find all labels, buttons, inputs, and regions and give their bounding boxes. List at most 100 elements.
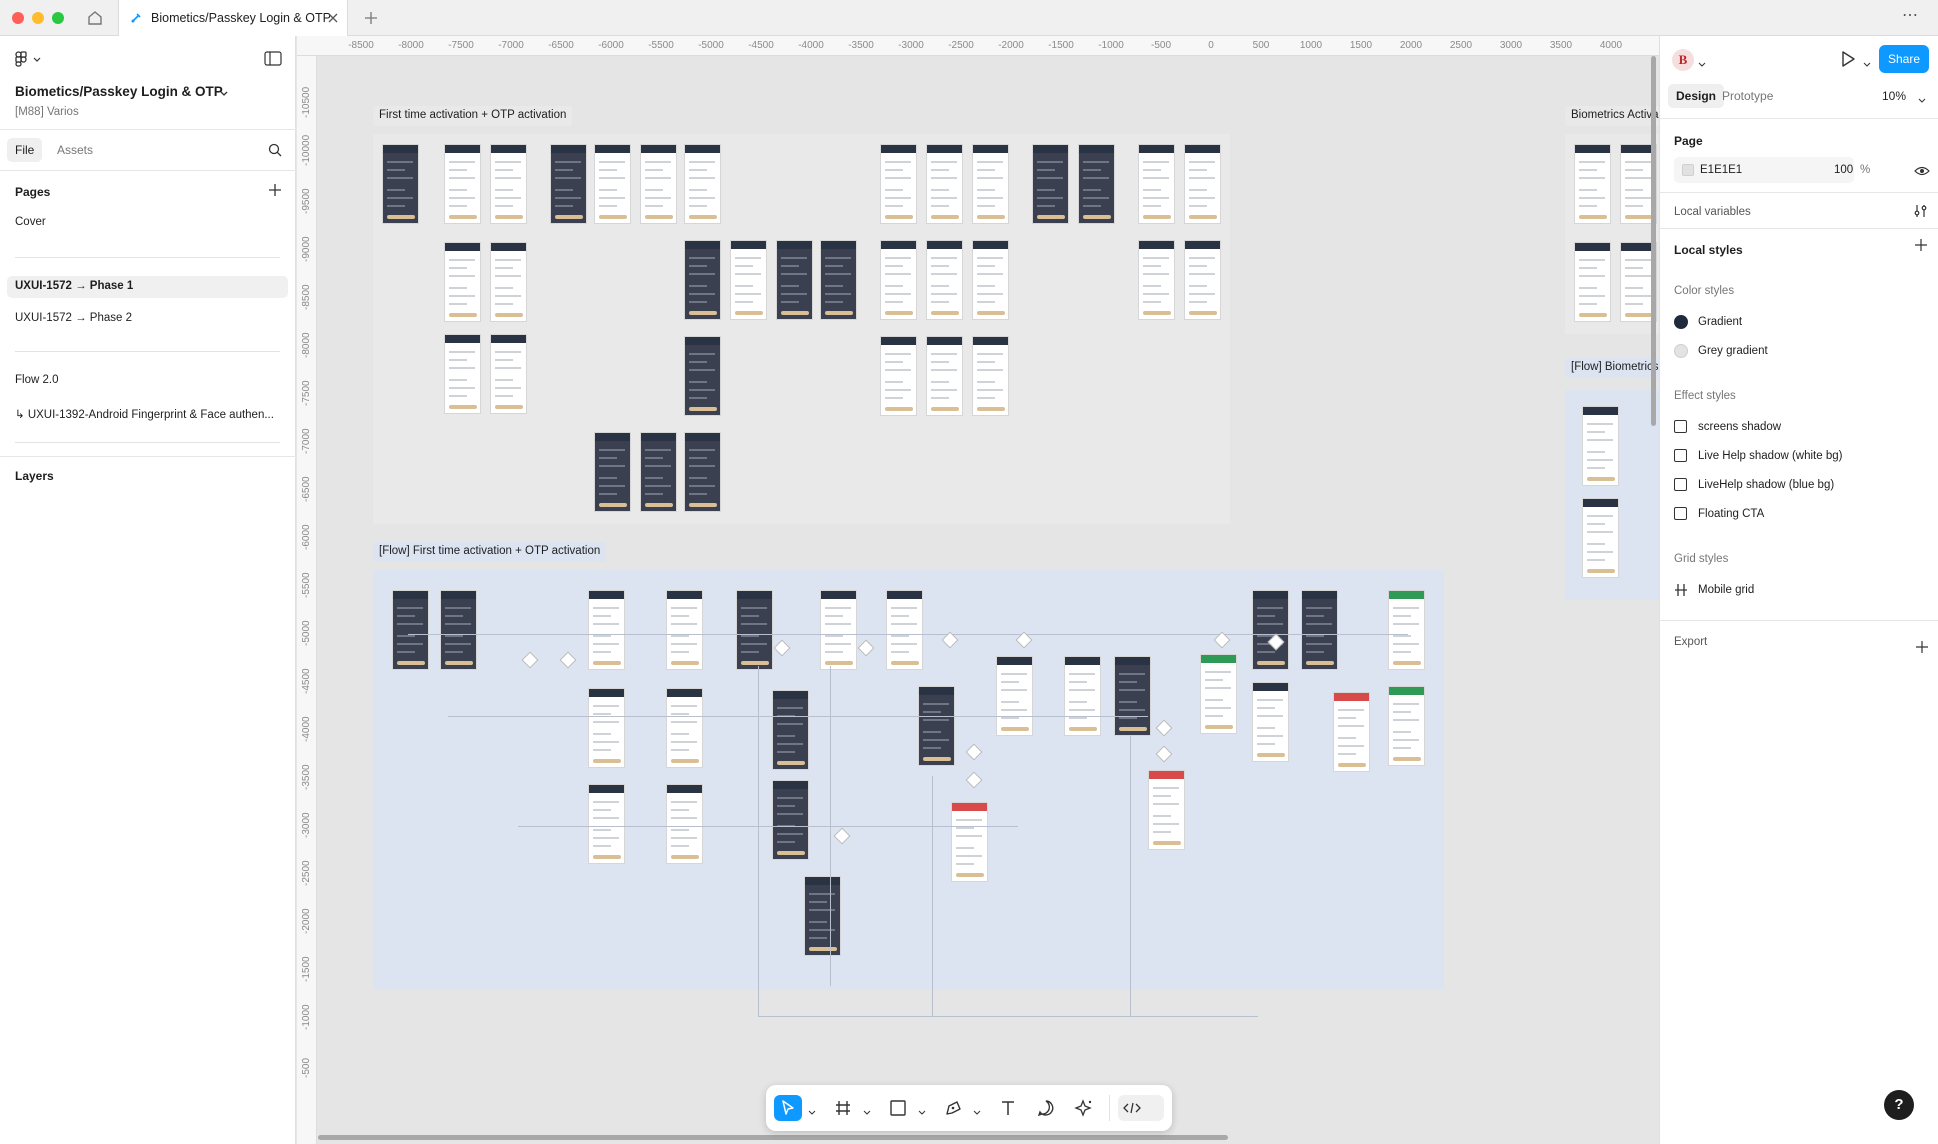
screen-frame[interactable] [1301,590,1338,670]
screen-frame[interactable] [880,240,917,320]
screen-frame[interactable] [926,336,963,416]
screen-frame[interactable] [588,784,625,864]
screen-frame[interactable] [1200,654,1237,734]
screen-frame[interactable] [1574,144,1611,224]
screen-frame[interactable] [490,242,527,322]
screen-frame[interactable] [820,240,857,320]
screen-frame[interactable] [684,144,721,224]
page-item-flow-2[interactable]: Flow 2.0 [15,374,59,386]
screen-frame[interactable] [490,144,527,224]
screen-frame[interactable] [972,240,1009,320]
screen-frame[interactable] [444,242,481,322]
team-name[interactable]: [M88] Varios [15,106,79,118]
horizontal-scrollbar[interactable] [318,1135,1228,1140]
screen-frame[interactable] [684,240,721,320]
eye-icon[interactable] [1914,164,1930,176]
color-style-gradient[interactable]: Gradient [1674,311,1924,333]
present-play-icon[interactable] [1840,50,1856,68]
export-title[interactable]: Export [1674,636,1708,648]
screen-frame[interactable] [588,590,625,670]
screen-frame[interactable] [951,802,988,882]
screen-frame[interactable] [736,590,773,670]
screen-frame[interactable] [666,590,703,670]
screen-frame[interactable] [1582,498,1619,578]
home-icon[interactable] [84,8,106,28]
screen-frame[interactable] [1078,144,1115,224]
screen-frame[interactable] [640,144,677,224]
screen-frame[interactable] [640,432,677,512]
tab-prototype[interactable]: Prototype [1722,89,1774,103]
section-label[interactable]: First time activation + OTP activation [373,106,573,126]
chevron-down-icon[interactable] [1918,92,1926,103]
page-item-cover[interactable]: Cover [15,216,46,228]
add-page-icon[interactable] [268,183,282,197]
screen-frame[interactable] [1574,242,1611,322]
chevron-down-icon[interactable] [918,1104,926,1115]
screen-frame[interactable] [918,686,955,766]
share-button[interactable]: Share [1879,45,1929,73]
chevron-down-icon[interactable] [1863,56,1871,67]
close-window-button[interactable] [12,12,24,24]
chevron-down-icon[interactable] [808,1104,816,1115]
page-item-phase-2[interactable]: UXUI-1572 → Phase 2 [15,312,132,324]
screen-frame[interactable] [1184,240,1221,320]
screen-frame[interactable] [1148,770,1185,850]
avatar[interactable]: B [1672,49,1694,71]
file-name[interactable]: Biometics/Passkey Login & OTP [15,84,223,99]
section-label[interactable]: [Flow] First time activation + OTP activ… [373,542,607,562]
local-variables-label[interactable]: Local variables [1674,206,1751,218]
screen-frame[interactable] [1138,144,1175,224]
screen-frame[interactable] [684,432,721,512]
screen-frame[interactable] [1620,242,1657,322]
rectangle-tool-icon[interactable] [884,1095,912,1121]
screen-frame[interactable] [1138,240,1175,320]
screen-frame[interactable] [1064,656,1101,736]
tab-assets[interactable]: Assets [57,143,94,157]
pen-tool-icon[interactable] [939,1095,967,1121]
screen-frame[interactable] [1388,686,1425,766]
help-button[interactable]: ? [1884,1090,1914,1120]
screen-frame[interactable] [382,144,419,224]
screen-frame[interactable] [1620,144,1657,224]
screen-frame[interactable] [444,144,481,224]
move-tool-icon[interactable] [774,1095,802,1121]
effect-style-live-help-blue[interactable]: LiveHelp shadow (blue bg) [1674,474,1924,496]
tab-design[interactable]: Design [1668,84,1725,108]
screen-frame[interactable] [730,240,767,320]
screen-frame[interactable] [996,656,1033,736]
screen-frame[interactable] [772,780,809,860]
search-icon[interactable] [267,142,283,158]
screen-frame[interactable] [1252,682,1289,762]
screen-frame[interactable] [972,144,1009,224]
page-color-swatch[interactable] [1682,164,1694,176]
screen-frame[interactable] [594,432,631,512]
vertical-scrollbar[interactable] [1651,56,1656,426]
minimize-window-button[interactable] [32,12,44,24]
page-opacity[interactable]: 100 [1834,164,1854,176]
screen-frame[interactable] [588,688,625,768]
page-color-hex[interactable]: E1E1E1 [1700,164,1743,176]
chevron-down-icon[interactable] [1698,56,1706,67]
screen-frame[interactable] [440,590,477,670]
screen-frame[interactable] [444,334,481,414]
screen-frame[interactable] [666,688,703,768]
variables-settings-icon[interactable] [1914,204,1928,218]
screen-frame[interactable] [926,144,963,224]
screen-frame[interactable] [1582,406,1619,486]
actions-ai-icon[interactable] [1070,1095,1098,1121]
new-tab-icon[interactable] [362,9,380,27]
screen-frame[interactable] [776,240,813,320]
more-menu-icon[interactable]: ⋯ [1902,7,1919,24]
canvas[interactable]: First time activation + OTP activation [… [318,56,1659,1144]
screen-frame[interactable] [1114,656,1151,736]
add-style-icon[interactable] [1915,238,1927,251]
screen-frame[interactable] [926,240,963,320]
screen-frame[interactable] [820,590,857,670]
zoom-level[interactable]: 10% [1882,89,1907,103]
sidebar-toggle-icon[interactable] [264,51,282,66]
screen-frame[interactable] [1388,590,1425,670]
page-color-field[interactable]: E1E1E1 100 % [1674,157,1870,183]
page-item-android-fingerprint[interactable]: ↳ UXUI-1392-Android Fingerprint & Face a… [15,409,274,421]
effect-style-live-help-white[interactable]: Live Help shadow (white bg) [1674,445,1924,467]
screen-frame[interactable] [804,876,841,956]
